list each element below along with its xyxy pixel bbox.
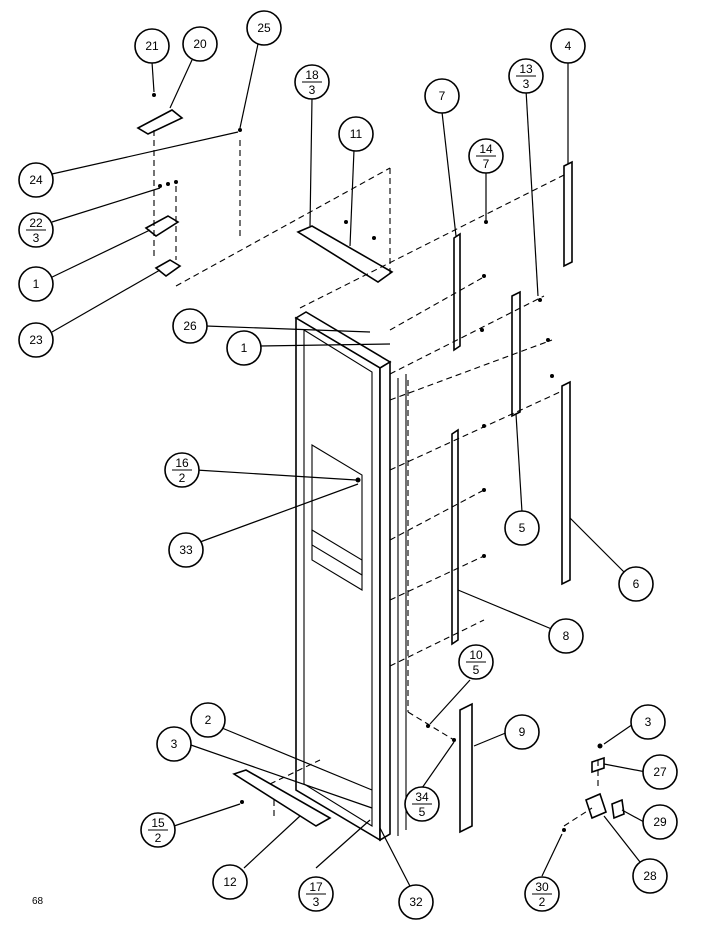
svg-text:16: 16 [175, 456, 189, 470]
svg-text:33: 33 [179, 543, 193, 557]
svg-text:8: 8 [563, 629, 570, 643]
callout-11: 11 [338, 116, 374, 152]
callout-33: 33 [168, 532, 204, 568]
svg-text:30: 30 [535, 880, 549, 894]
svg-text:7: 7 [483, 157, 490, 171]
callout-6: 6 [618, 566, 654, 602]
callout-23: 23 [18, 322, 54, 358]
svg-text:3: 3 [313, 895, 320, 909]
svg-text:20: 20 [193, 37, 207, 51]
svg-text:7: 7 [439, 89, 446, 103]
callout-15-2: 152 [140, 812, 176, 848]
gasket-strip-6 [561, 380, 571, 586]
callout-29: 29 [642, 804, 678, 840]
hinge-plate-part [154, 259, 182, 278]
door-frame [294, 311, 407, 842]
callout-18-3: 183 [294, 64, 330, 100]
svg-text:11: 11 [350, 127, 363, 141]
callout-5: 5 [504, 510, 540, 546]
svg-text:1: 1 [33, 277, 40, 291]
alignment-lines [153, 130, 599, 827]
svg-text:2: 2 [155, 831, 162, 845]
svg-text:3: 3 [309, 83, 316, 97]
callout-34-5: 345 [404, 786, 440, 822]
callout-14-7: 147 [468, 138, 504, 174]
callout-25: 25 [246, 10, 282, 46]
leader-lines [45, 43, 647, 891]
svg-text:29: 29 [653, 815, 667, 829]
callout-27: 27 [642, 754, 678, 790]
callout-1-mid: 1 [226, 330, 262, 366]
callout-22-3: 223 [18, 212, 54, 248]
callout-1-top: 1 [18, 266, 54, 302]
svg-text:5: 5 [419, 805, 426, 819]
svg-text:17: 17 [309, 880, 323, 894]
callout-24: 24 [18, 162, 54, 198]
bottom-cap-part [232, 769, 332, 827]
svg-text:3: 3 [523, 77, 530, 91]
svg-text:6: 6 [633, 577, 640, 591]
lower-hinge-part [585, 792, 607, 820]
svg-text:1: 1 [241, 341, 248, 355]
svg-text:5: 5 [473, 663, 480, 677]
hinge-pin-part [611, 798, 625, 820]
svg-text:18: 18 [305, 68, 319, 82]
svg-text:28: 28 [643, 869, 657, 883]
callout-8: 8 [548, 618, 584, 654]
callout-20: 20 [182, 26, 218, 62]
callout-30-2: 302 [524, 876, 560, 912]
callout-7: 7 [424, 78, 460, 114]
svg-text:10: 10 [469, 648, 483, 662]
svg-text:21: 21 [145, 39, 159, 53]
gasket-strip-4 [563, 160, 573, 268]
svg-text:3: 3 [171, 737, 178, 751]
top-cap-part [296, 225, 394, 283]
callout-12: 12 [212, 864, 248, 900]
svg-text:27: 27 [653, 765, 667, 779]
svg-text:2: 2 [205, 713, 212, 727]
svg-text:14: 14 [479, 142, 493, 156]
callout-21: 21 [134, 28, 170, 64]
callout-28: 28 [632, 858, 668, 894]
callout-2: 2 [190, 702, 226, 738]
svg-text:2: 2 [539, 895, 546, 909]
callout-10-5: 105 [458, 644, 494, 680]
page-number: 68 [32, 896, 44, 907]
hinge-bracket-part [144, 215, 180, 237]
gasket-strip-8 [451, 428, 459, 646]
svg-text:4: 4 [565, 39, 572, 53]
svg-text:3: 3 [645, 715, 652, 729]
callout-16-2: 162 [164, 452, 200, 488]
svg-text:22: 22 [29, 216, 43, 230]
callout-3-left: 3 [156, 726, 192, 762]
svg-text:23: 23 [29, 333, 43, 347]
gasket-strip-7 [453, 232, 461, 352]
callout-13-3: 133 [508, 58, 544, 94]
svg-text:9: 9 [519, 725, 526, 739]
svg-text:3: 3 [33, 231, 40, 245]
svg-text:12: 12 [223, 875, 237, 889]
callout-17-3: 173 [298, 876, 334, 912]
svg-text:26: 26 [183, 319, 197, 333]
gasket-strip-5 [511, 290, 521, 418]
svg-text:15: 15 [151, 816, 165, 830]
svg-text:32: 32 [409, 895, 423, 909]
top-hinge-part [136, 109, 184, 135]
svg-text:25: 25 [257, 21, 271, 35]
svg-text:13: 13 [519, 62, 533, 76]
callout-3-right: 3 [630, 704, 666, 740]
svg-text:5: 5 [519, 521, 526, 535]
callout-4: 4 [550, 28, 586, 64]
callout-9: 9 [504, 714, 540, 750]
callout-32: 32 [398, 884, 434, 920]
callout-26: 26 [172, 308, 208, 344]
svg-text:24: 24 [29, 173, 43, 187]
svg-text:34: 34 [415, 790, 429, 804]
gasket-strip-9 [459, 702, 473, 834]
svg-text:2: 2 [179, 471, 186, 485]
